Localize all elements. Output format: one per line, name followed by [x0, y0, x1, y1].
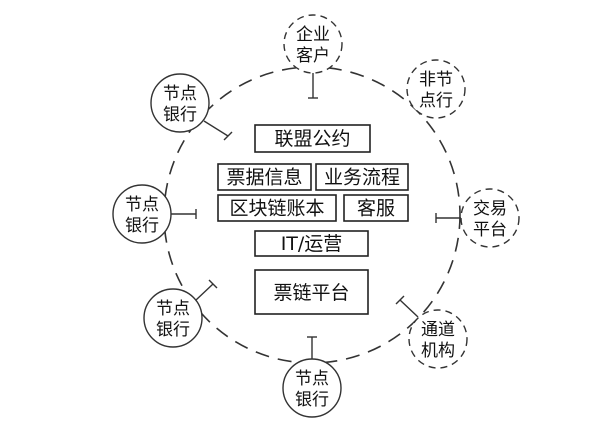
node-non-node-bank-line1: 非节	[419, 70, 453, 90]
node-node-bank-bottom-line2: 银行	[295, 390, 329, 410]
node-non-node-bank-circle	[406, 59, 466, 119]
node-channel-institution-line2: 机构	[421, 341, 455, 361]
node-node-bank-lower-left-line1: 节点	[156, 299, 190, 319]
platform-box-bill-info-label: 票据信息	[226, 167, 302, 189]
platform-box-business-flow-label: 业务流程	[324, 167, 400, 189]
node-node-bank-lower-left-line2: 银行	[156, 320, 190, 340]
platform-box-business-flow: 业务流程	[315, 163, 409, 191]
node-node-bank-bottom-line1: 节点	[295, 369, 329, 389]
node-enterprise-client-circle	[283, 14, 343, 74]
node-node-bank-upper-left-line1: 节点	[163, 84, 197, 104]
node-enterprise-client-line2: 客户	[296, 46, 330, 66]
node-channel-institution-line1: 通道	[421, 320, 455, 340]
connectors	[171, 73, 461, 359]
platform-box-ledger-label: 区块链账本	[229, 198, 324, 220]
platform-box-bill-chain: 票链平台	[254, 269, 369, 315]
platform-box-service-label: 客服	[357, 198, 395, 220]
participant-nodes: 企业客户非节点行节点银行交易平台节点银行节点银行通道机构节点银行	[112, 14, 520, 418]
node-exchange-platform-line1: 交易	[473, 199, 507, 219]
node-bank-upper-left-connector-tick	[223, 131, 233, 141]
node-node-bank-upper-left-circle	[150, 73, 210, 133]
node-enterprise-client-line1: 企业	[296, 25, 330, 45]
node-channel-institution-circle	[408, 309, 468, 369]
node-bank-lower-left-connector-tick	[208, 279, 218, 289]
node-exchange-platform-line2: 平台	[473, 220, 507, 240]
channel-institution-connector	[399, 299, 419, 318]
node-node-bank-left-line2: 银行	[125, 216, 159, 236]
node-node-bank-left-circle	[112, 184, 172, 244]
node-bank-upper-left-connector	[203, 120, 229, 137]
platform-box-bill-info: 票据信息	[217, 163, 312, 191]
node-node-bank-bottom-circle	[282, 358, 342, 418]
node-node-bank-upper-left-line2: 银行	[163, 105, 197, 125]
node-node-bank-lower-left-circle	[143, 288, 203, 348]
platform-box-alliance: 联盟公约	[254, 124, 371, 153]
channel-institution-connector-tick	[395, 295, 405, 305]
platform-box-bill-chain-label: 票链平台	[273, 282, 349, 304]
node-bank-lower-left-connector	[195, 283, 214, 301]
platform-box-it-ops: IT/运营	[254, 230, 369, 257]
platform-box-alliance-label: 联盟公约	[274, 128, 350, 150]
node-non-node-bank-line2: 点行	[419, 91, 453, 111]
platform-box-ledger: 区块链账本	[217, 194, 337, 222]
platform-box-it-ops-label: IT/运营	[281, 233, 343, 255]
node-node-bank-left-line1: 节点	[125, 195, 159, 215]
platform-box-service: 客服	[343, 194, 409, 222]
node-exchange-platform-circle	[460, 188, 520, 248]
